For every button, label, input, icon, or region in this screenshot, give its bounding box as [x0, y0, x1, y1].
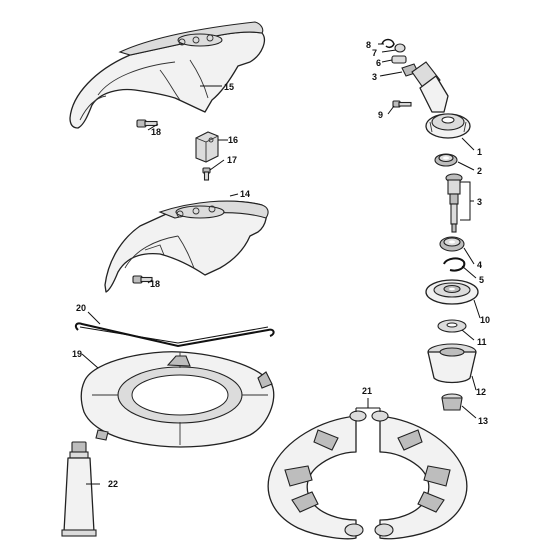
label-19: 19 [72, 349, 82, 359]
part-21-split-guard[interactable] [267, 410, 468, 540]
part-2-bearing[interactable] [434, 153, 458, 167]
label-13-visible: 13 [478, 416, 488, 426]
label-1: 1 [477, 147, 482, 157]
part-1-gear-housing[interactable] [411, 61, 471, 139]
part-20-wire-spring[interactable] [74, 322, 275, 348]
part-18b-screw[interactable] [132, 275, 153, 284]
part-8-clip[interactable] [381, 38, 395, 49]
label-20: 20 [76, 303, 86, 313]
label-14: 14 [240, 189, 250, 199]
label-9: 9 [378, 110, 383, 120]
part-22-grease-tube[interactable] [61, 441, 97, 537]
label-18b: 18 [150, 279, 160, 289]
label-21: 21 [362, 386, 372, 396]
part-labels: 15 18 16 17 14 18 20 19 22 21 8 7 6 3 9 … [72, 40, 490, 489]
label-18a: 18 [151, 127, 161, 137]
label-10: 10 [480, 315, 490, 325]
label-3a: 3 [372, 72, 377, 82]
part-14-guard[interactable] [104, 200, 269, 293]
part-3b-shaft[interactable] [445, 173, 463, 233]
label-5: 5 [479, 275, 484, 285]
label-2: 2 [477, 166, 482, 176]
label-22: 22 [108, 479, 118, 489]
label-4: 4 [477, 260, 482, 270]
label-11: 11 [477, 337, 487, 347]
label-3b: 3 [477, 197, 482, 207]
part-9-screw[interactable] [392, 100, 412, 108]
part-7-ring[interactable] [394, 43, 406, 53]
label-17: 17 [227, 155, 237, 165]
part-4-bearing[interactable] [439, 236, 465, 252]
part-5-circlip[interactable] [443, 257, 466, 272]
part-10-thrust-plate[interactable] [425, 279, 479, 305]
part-17-screw[interactable] [202, 167, 211, 181]
label-6: 6 [376, 58, 381, 68]
label-16: 16 [228, 135, 238, 145]
part-11-washer[interactable] [437, 319, 467, 333]
label-15: 15 [224, 82, 234, 92]
label-12: 12 [476, 387, 486, 397]
label-7: 7 [372, 48, 377, 58]
part-12-cup[interactable] [427, 343, 477, 384]
part-19-ring-guard[interactable] [80, 351, 275, 448]
part-16-bracket[interactable] [195, 131, 219, 163]
part-6-sleeve[interactable] [391, 55, 407, 64]
part-13-nut[interactable] [441, 393, 463, 411]
leader-lines [81, 43, 481, 485]
label-8: 8 [366, 40, 371, 50]
part-15-deflector-guard[interactable] [69, 21, 265, 129]
part-18a-screw[interactable] [136, 119, 158, 128]
